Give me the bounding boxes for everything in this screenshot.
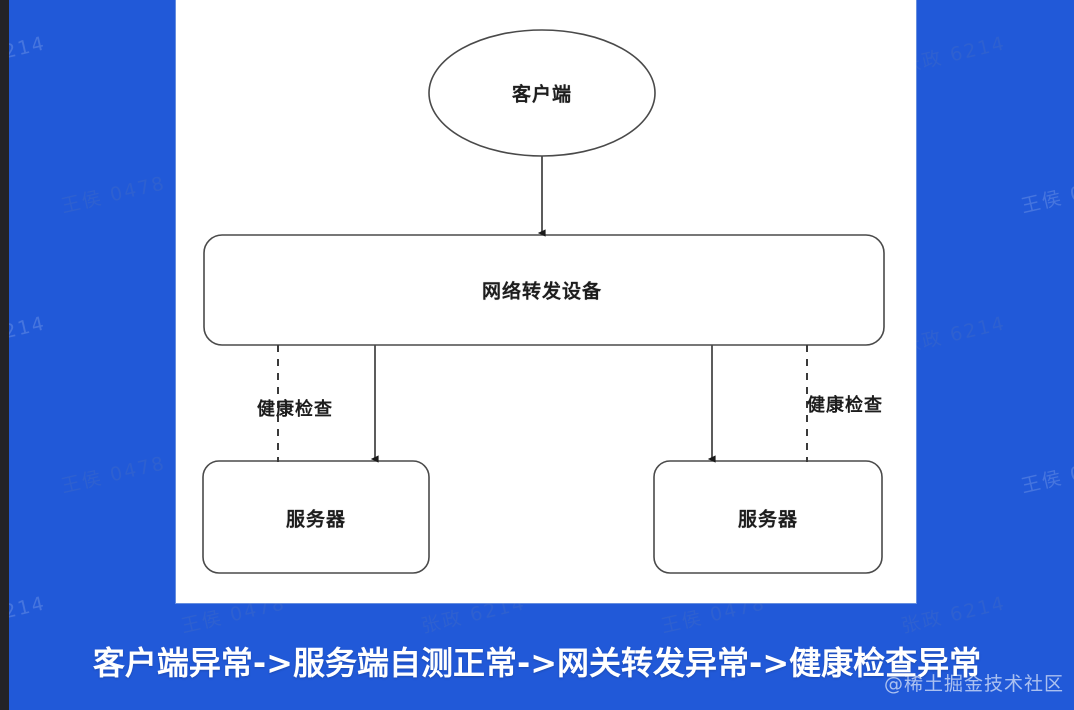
diagram-panel: 客户端 网络转发设备 服务器 服务器 健康检查 健康检查: [176, 0, 916, 603]
node-server1-label: 服务器: [285, 508, 347, 531]
diagram-graphics: [202, 29, 885, 574]
node-server2-shape: [653, 460, 883, 574]
node-server2-label: 服务器: [737, 508, 799, 531]
edge-label-health-check-right: 健康检查: [807, 395, 883, 416]
edge-label-health-check-left: 健康检查: [257, 399, 333, 420]
watermark-tile: 王侯 0478: [1019, 172, 1074, 218]
watermark-tile: 王侯 0478: [59, 452, 168, 498]
node-client-label: 客户端: [511, 83, 573, 106]
site-watermark: @稀土掘金技术社区: [883, 673, 1064, 695]
caption-text: 客户端异常->服务端自测正常->网关转发异常->健康检查异常: [92, 644, 982, 682]
watermark-tile: 王侯 0478: [1019, 452, 1074, 498]
node-gateway-label: 网络转发设备: [481, 280, 603, 303]
node-server1-shape: [202, 460, 430, 574]
left-edge-strip: [0, 0, 9, 710]
watermark-tile: 王侯 0478: [59, 172, 168, 218]
